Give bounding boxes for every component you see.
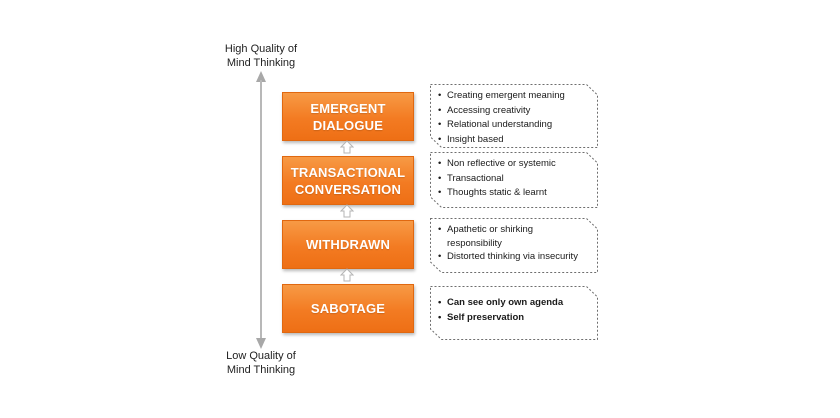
- description-card-withdrawn: Apathetic or shirking responsibility Dis…: [430, 218, 598, 273]
- bullet-item: Self preservation: [438, 311, 563, 326]
- bullet-item: Accessing creativity: [438, 104, 565, 119]
- description-card-emergent-dialogue: Creating emergent meaning Accessing crea…: [430, 84, 598, 148]
- level-box-transactional-conversation: TRANSACTIONAL CONVERSATION: [282, 156, 414, 205]
- bullet-item: Can see only own agenda: [438, 296, 563, 311]
- axis-top-label-line-2: Mind Thinking: [226, 57, 296, 69]
- level-title-line: WITHDRAWN: [305, 237, 391, 252]
- bullet-item: Distorted thinking via insecurity: [438, 250, 588, 265]
- bullet-item: Relational understanding: [438, 118, 565, 133]
- connector-up-arrow-icon: [340, 268, 354, 282]
- level-title-line: TRANSACTIONAL: [290, 164, 406, 180]
- level-box-withdrawn: WITHDRAWN: [282, 220, 414, 269]
- bullet-list: Can see only own agenda Self preservatio…: [438, 296, 563, 325]
- bullet-item: Insight based: [438, 133, 565, 148]
- level-box-sabotage: SABOTAGE: [282, 284, 414, 333]
- connector-up-arrow-icon: [340, 204, 354, 218]
- description-card-transactional-conversation: Non reflective or systemic Transactional…: [430, 152, 598, 208]
- bullet-item: Creating emergent meaning: [438, 89, 565, 104]
- axis-top-label-line-1: High Quality of: [224, 43, 298, 55]
- bullet-list: Non reflective or systemic Transactional…: [438, 157, 556, 201]
- axis-top-label: High Quality of Mind Thinking: [181, 42, 341, 70]
- level-title-line: EMERGENT: [310, 100, 386, 116]
- level-box-emergent-dialogue: EMERGENT DIALOGUE: [282, 92, 414, 141]
- level-title-line: CONVERSATION: [294, 181, 402, 197]
- bullet-item: Transactional: [438, 172, 556, 187]
- bullet-item: Thoughts static & learnt: [438, 186, 556, 201]
- level-title-line: SABOTAGE: [310, 301, 386, 316]
- bullet-item: Apathetic or shirking responsibility: [438, 223, 557, 250]
- axis-arrow-up-icon: [256, 71, 266, 82]
- bullet-list: Creating emergent meaning Accessing crea…: [438, 89, 565, 147]
- axis-line: [260, 80, 262, 342]
- axis-arrow-down-icon: [256, 338, 266, 349]
- connector-up-arrow-icon: [340, 140, 354, 154]
- description-card-sabotage: Can see only own agenda Self preservatio…: [430, 286, 598, 340]
- axis-bottom-label-line-2: Mind Thinking: [226, 364, 296, 376]
- level-title-line: DIALOGUE: [312, 117, 384, 133]
- bullet-item: Non reflective or systemic: [438, 157, 556, 172]
- axis-bottom-label: Low Quality of Mind Thinking: [181, 349, 341, 377]
- bullet-list: Apathetic or shirking responsibility Dis…: [438, 223, 588, 265]
- axis-bottom-label-line-1: Low Quality of: [226, 350, 296, 362]
